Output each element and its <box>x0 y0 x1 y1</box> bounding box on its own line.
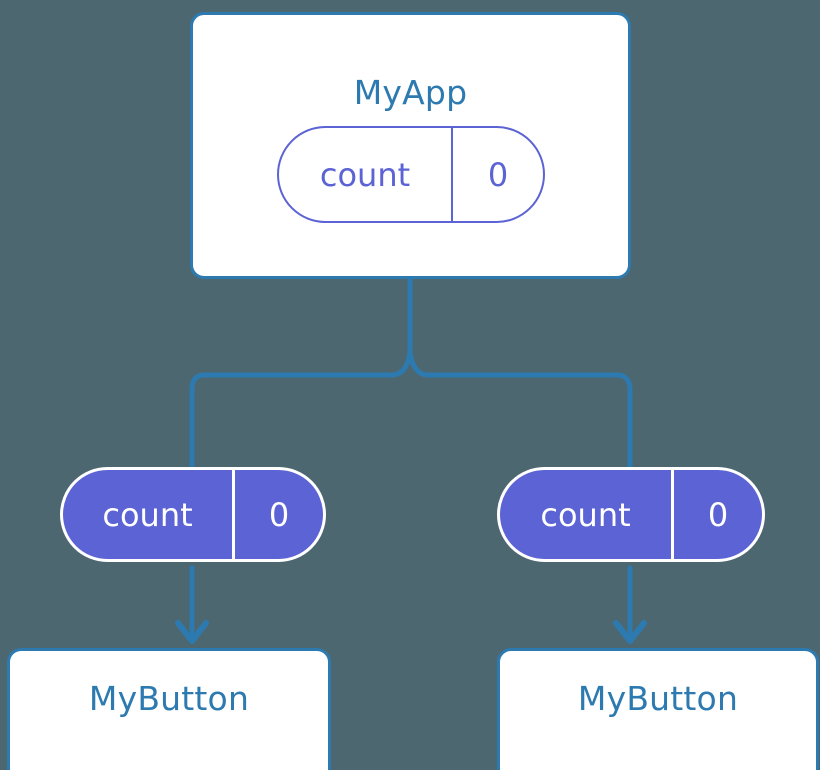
props-pill-right-key: count <box>500 470 674 559</box>
button-component-box-right[interactable]: MyButton <box>497 648 819 770</box>
button-component-title-left: MyButton <box>88 679 250 718</box>
props-pill-left[interactable]: count 0 <box>60 467 326 562</box>
arrow-head-right <box>613 620 647 644</box>
edge-app-to-children <box>189 276 413 471</box>
edge-app-to-child-right <box>407 345 633 471</box>
button-component-title-right: MyButton <box>577 679 739 718</box>
button-component-box-left[interactable]: MyButton <box>7 648 331 770</box>
app-component-box[interactable]: MyApp <box>190 12 631 279</box>
app-state-key: count <box>279 128 453 221</box>
app-component-title: MyApp <box>353 73 468 112</box>
props-pill-right-value: 0 <box>707 495 729 534</box>
arrow-head-left <box>175 620 209 644</box>
props-pill-left-value: 0 <box>268 495 290 534</box>
props-pill-right[interactable]: count 0 <box>497 467 765 562</box>
props-pill-left-key: count <box>63 470 235 559</box>
app-state-pill[interactable]: count 0 <box>277 126 545 223</box>
app-state-value: 0 <box>487 155 509 194</box>
